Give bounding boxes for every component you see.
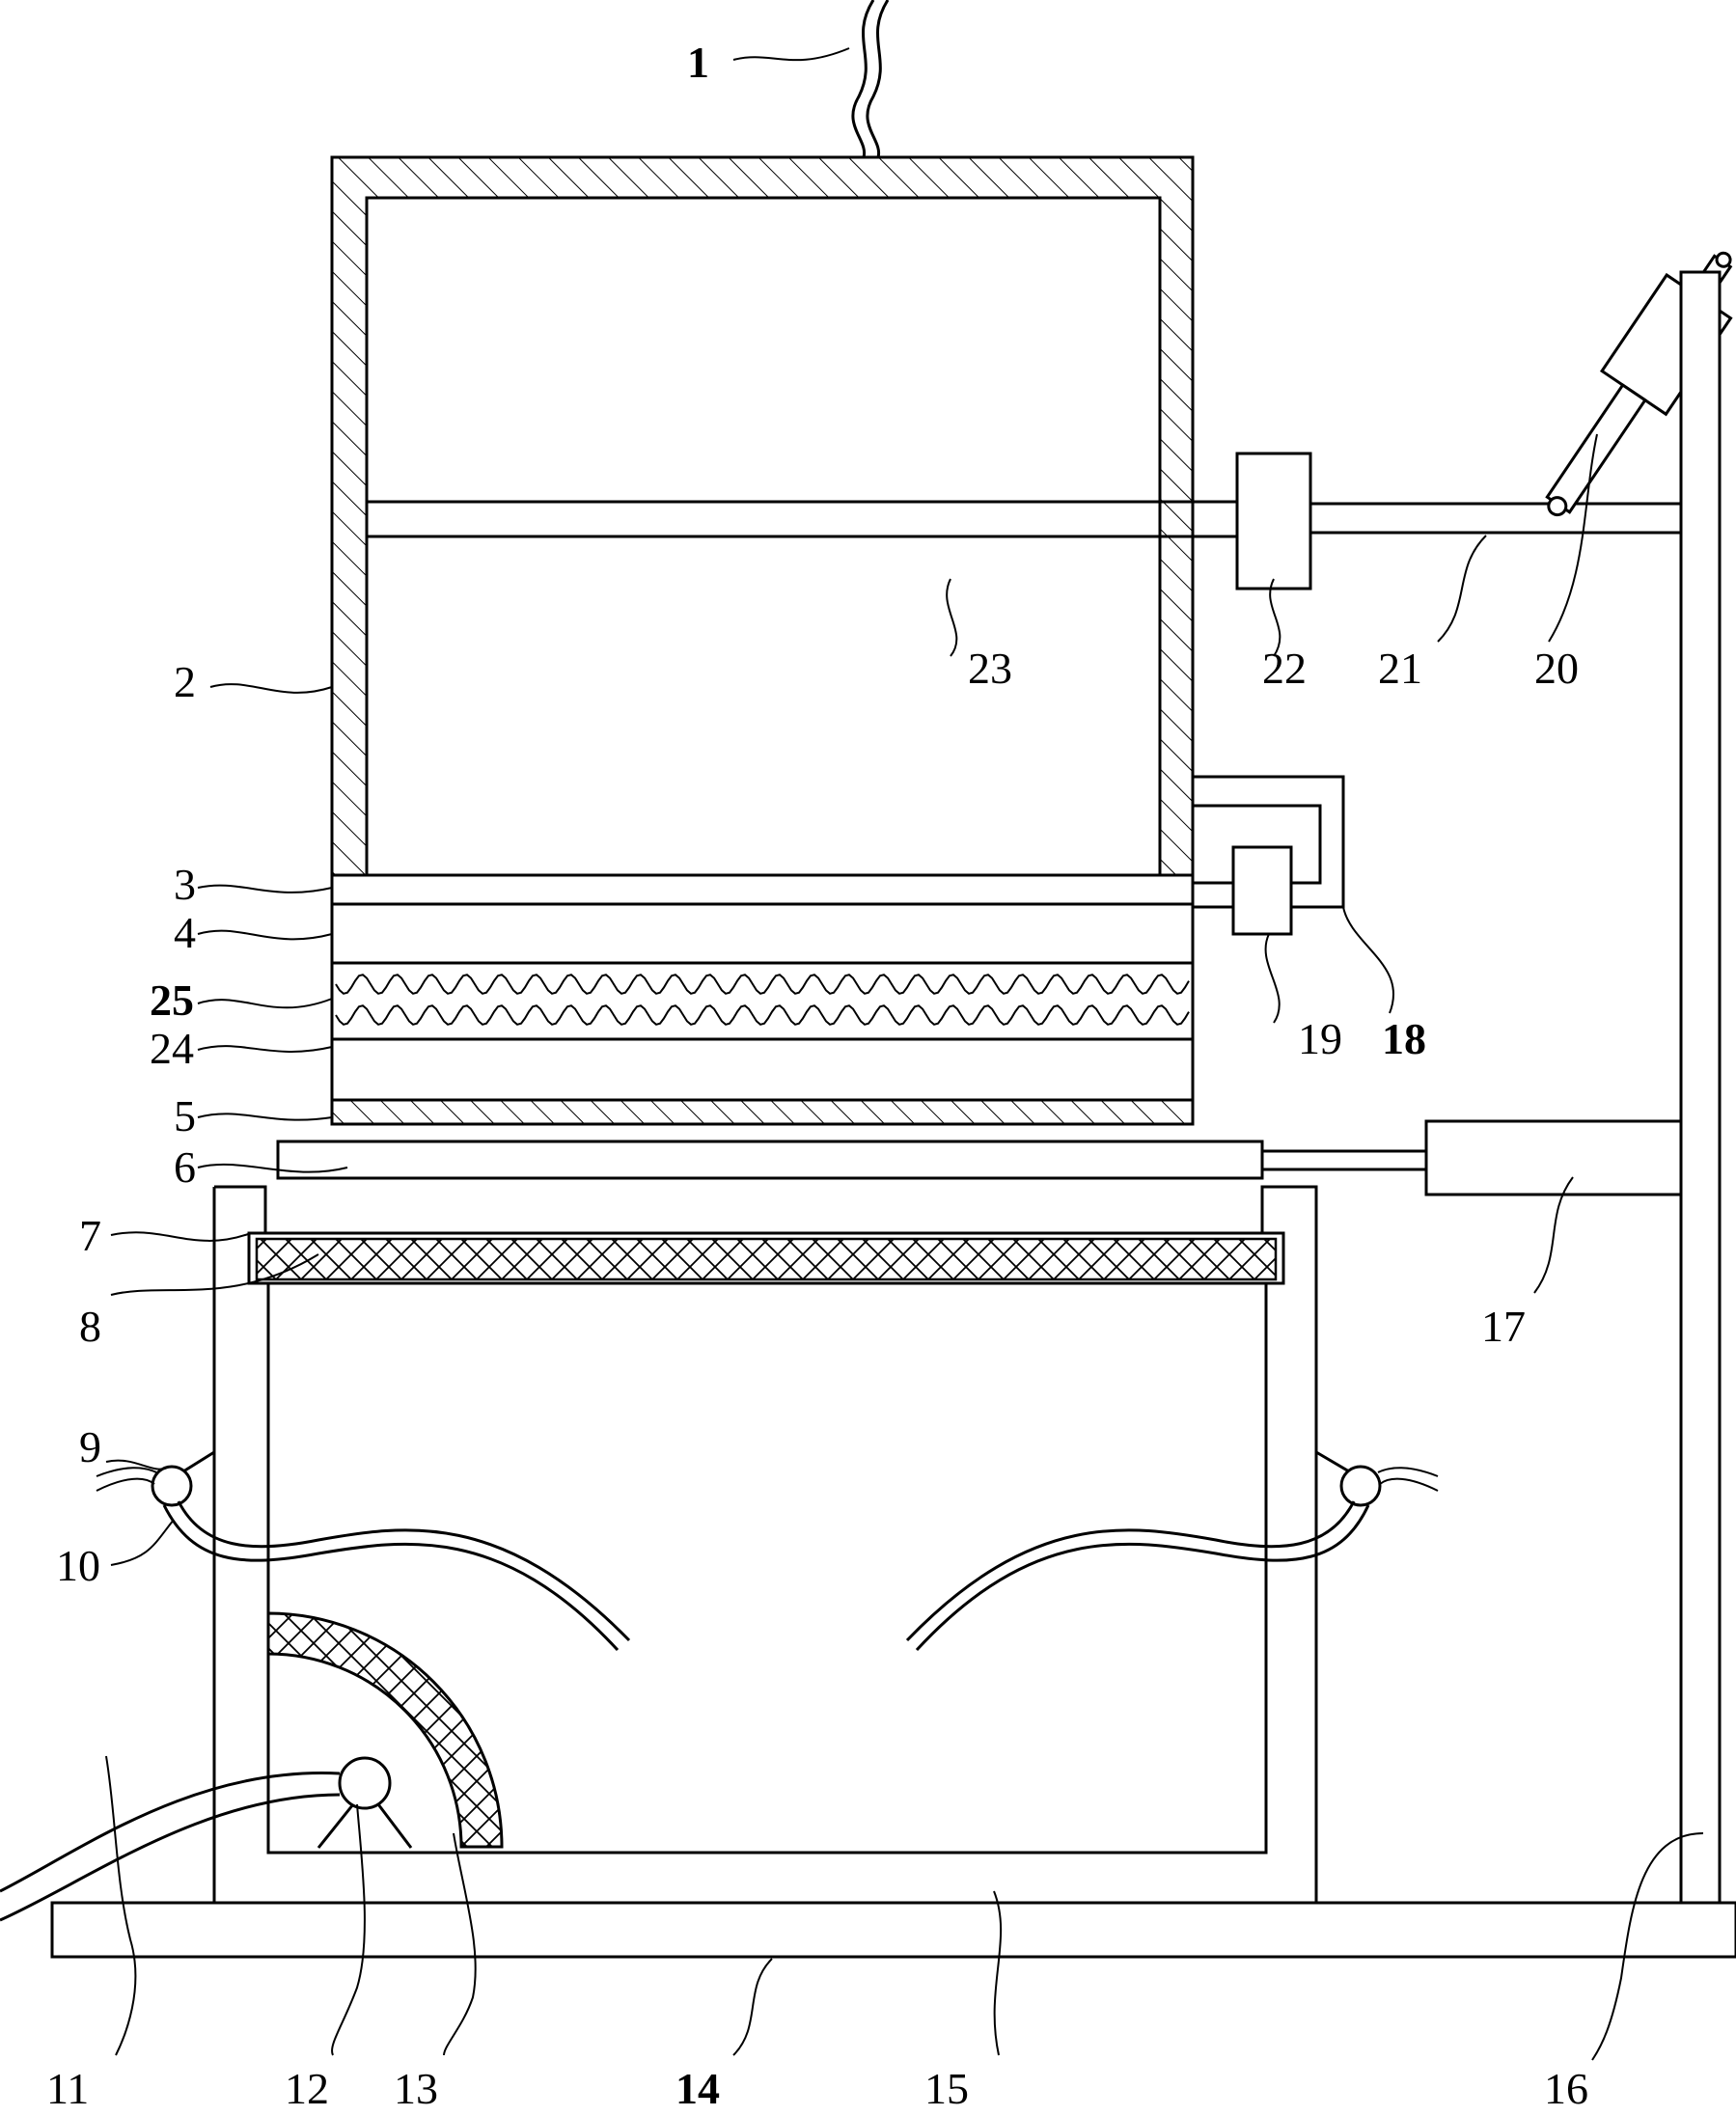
label-25: 25 xyxy=(150,976,194,1025)
valve xyxy=(1231,845,1293,936)
label-4: 4 xyxy=(174,908,196,957)
right-nozzle-assembly xyxy=(905,1450,1439,1652)
slider-block xyxy=(1235,452,1312,591)
cable-top xyxy=(851,0,875,158)
leader-lines xyxy=(105,47,1704,2061)
label-23: 23 xyxy=(968,644,1012,693)
lower-box xyxy=(212,1185,1318,1903)
guide-rail xyxy=(1310,502,1681,535)
part-labels: 1 2 3 4 25 24 5 6 7 8 9 10 11 12 13 14 1… xyxy=(46,38,1588,2113)
pump-assembly xyxy=(0,1611,504,1922)
left-nozzle-assembly xyxy=(96,1450,631,1652)
label-22: 22 xyxy=(1262,644,1307,693)
label-15: 15 xyxy=(924,2064,969,2113)
layer-stack xyxy=(330,873,1195,1126)
horizontal-rod xyxy=(367,500,1237,538)
label-6: 6 xyxy=(174,1142,196,1192)
label-16: 16 xyxy=(1544,2064,1588,2113)
label-18: 18 xyxy=(1382,1014,1426,1063)
right-frame-post xyxy=(1679,270,1722,1905)
label-9: 9 xyxy=(79,1422,101,1471)
label-10: 10 xyxy=(56,1541,100,1590)
label-24: 24 xyxy=(150,1024,194,1073)
label-19: 19 xyxy=(1298,1014,1342,1063)
label-14: 14 xyxy=(675,2064,720,2113)
sliding-plate xyxy=(276,1140,1264,1180)
push-cylinder xyxy=(1424,1119,1683,1196)
label-1: 1 xyxy=(687,38,709,87)
label-20: 20 xyxy=(1534,644,1579,693)
label-12: 12 xyxy=(285,2064,329,2113)
label-13: 13 xyxy=(394,2064,438,2113)
label-17: 17 xyxy=(1481,1302,1526,1351)
label-8: 8 xyxy=(79,1302,101,1351)
filter-screen xyxy=(247,1231,1285,1285)
label-7: 7 xyxy=(79,1211,101,1260)
label-3: 3 xyxy=(174,860,196,909)
label-2: 2 xyxy=(174,657,196,706)
label-21: 21 xyxy=(1378,644,1422,693)
cable-top-inner xyxy=(866,0,890,158)
label-5: 5 xyxy=(174,1091,196,1140)
label-11: 11 xyxy=(46,2064,89,2113)
base-plate xyxy=(50,1901,1736,1959)
